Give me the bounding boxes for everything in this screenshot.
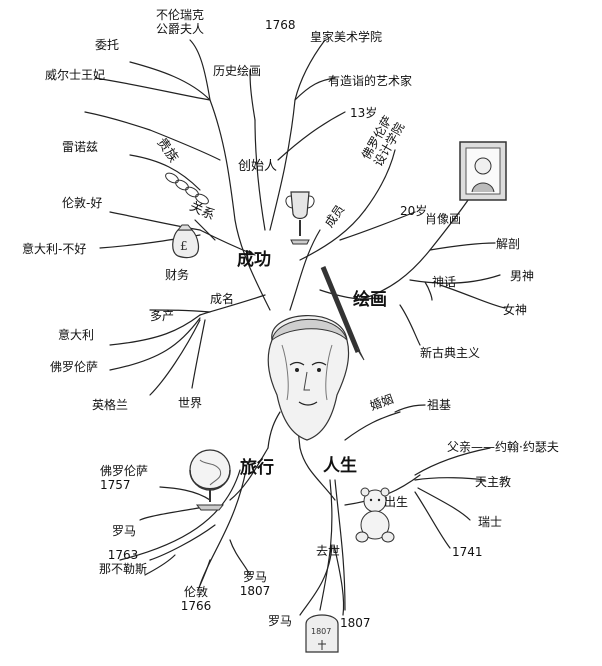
italy-label: 意大利	[58, 328, 95, 342]
founder-label: 创始人	[238, 159, 278, 174]
woman-face-icon	[267, 315, 350, 441]
age-13-label: 13岁	[350, 106, 378, 120]
history-painting-label: 历史绘画	[213, 64, 262, 78]
portrait-frame-icon	[459, 141, 507, 201]
teddy-bear-icon	[355, 487, 395, 543]
portrait-label: 肖像画	[425, 212, 462, 226]
branch-success: 成功	[237, 250, 271, 270]
swiss-descent-label: 祖基	[427, 398, 452, 412]
gravestone-icon: 1807	[305, 614, 339, 653]
branch-life: 人生	[323, 456, 357, 476]
paintbrush-icon	[320, 266, 365, 361]
money-bag-icon: £	[172, 224, 200, 259]
london-good-label: 伦敦-好	[62, 196, 103, 210]
naples-1763-label: 1763 那不勒斯	[98, 548, 147, 576]
italy-bad-label: 意大利-不好	[22, 242, 87, 256]
duchess-label: 不伦瑞克 公爵夫人	[155, 8, 204, 36]
death-rome-label: 罗马	[268, 614, 293, 628]
switzerland-label: 瑞士	[478, 515, 503, 529]
royal-academy-label: 皇家美术学院	[310, 30, 383, 44]
commission-label: 委托	[95, 38, 120, 52]
neoclassicism-label: 新古典主义	[420, 346, 481, 360]
florence-1757-label: 佛罗伦萨 1757	[100, 464, 149, 492]
branch-travel: 旅行	[240, 458, 274, 478]
princess-wales-label: 威尔士王妃	[45, 68, 106, 82]
gravestone-year: 1807	[311, 627, 331, 636]
birth-label: 出生	[384, 495, 409, 509]
year-1741-label: 1741	[452, 545, 483, 559]
artist-label: 有造诣的艺术家	[328, 74, 413, 88]
finance-label: 财务	[165, 268, 190, 282]
year-1768-label: 1768	[265, 18, 296, 32]
reynolds-label: 雷诺兹	[62, 140, 99, 154]
death-label: 去世	[316, 544, 341, 558]
prolific-label: 多产	[150, 309, 175, 323]
anatomy-label: 解剖	[496, 237, 521, 251]
catholic-label: 天主教	[475, 475, 512, 489]
svg-text:£: £	[180, 239, 188, 253]
goddess-label: 女神	[503, 303, 528, 317]
trophy-icon	[285, 191, 315, 245]
london-1766-label: 伦敦 1766	[180, 585, 212, 613]
florence-label: 佛罗伦萨	[50, 360, 99, 374]
rome-label: 罗马	[112, 524, 137, 538]
death-1807-label: 1807	[340, 616, 371, 630]
father-label: 父亲——约翰·约瑟夫	[447, 440, 559, 454]
myth-label: 神话	[432, 275, 457, 289]
world-label: 世界	[178, 396, 203, 410]
fame-label: 成名	[210, 292, 235, 306]
male-gods-label: 男神	[510, 269, 535, 283]
branch-painting: 绘画	[353, 290, 387, 310]
england-label: 英格兰	[92, 398, 129, 412]
rome-1807-label: 罗马 1807	[239, 570, 271, 598]
globe-icon	[189, 449, 231, 511]
age-20-label: 20岁	[400, 204, 428, 218]
